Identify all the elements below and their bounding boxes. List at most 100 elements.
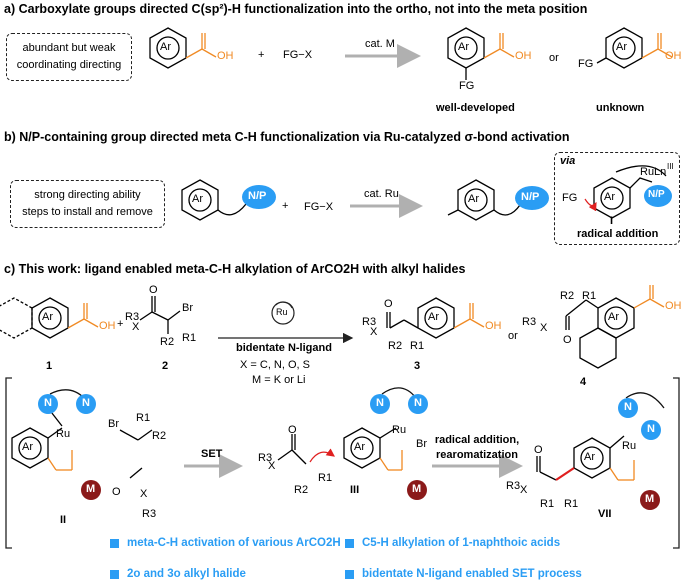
x-c3: X <box>370 326 378 338</box>
fg-product2: FG <box>578 58 594 70</box>
r1-vii-b: R1 <box>564 498 579 510</box>
section-a-title: a) Carboxylate groups directed C(sp²)-H … <box>4 2 588 16</box>
ru-iii: Ru <box>392 424 407 436</box>
oh-c1: OH <box>99 320 116 332</box>
bullet-square-icon <box>345 538 354 548</box>
ar-product1: Ar <box>458 41 469 53</box>
ortho-product <box>447 27 515 80</box>
r3-c4: R3 <box>522 316 537 328</box>
step2-line2: rearomatization <box>436 449 518 461</box>
x-c4: X <box>540 322 548 334</box>
m-ion-iii <box>407 480 427 500</box>
m-ion-ii <box>81 480 101 500</box>
n-ligand-ii-b <box>76 394 96 414</box>
r2-rad: R2 <box>294 484 309 496</box>
ar-c3: Ar <box>428 311 439 323</box>
o-c2: O <box>149 284 158 296</box>
fg-product1: FG <box>459 80 475 92</box>
catalyst-a: cat. M <box>365 38 395 50</box>
reagent-b: FG−X <box>304 201 334 213</box>
np-label-via: N/P <box>648 189 665 200</box>
br-iii: Br <box>416 438 427 450</box>
x-ii: X <box>140 488 148 500</box>
o-rad: O <box>288 424 297 436</box>
radical-drawing <box>277 434 307 465</box>
section-b-box-line1: strong directing ability <box>34 189 141 201</box>
r3-ii: R3 <box>142 508 157 520</box>
ligand-label: bidentate N-ligand <box>236 342 332 354</box>
o-ii: O <box>112 486 121 498</box>
compound-4: 4 <box>580 376 587 388</box>
radical-addition-b: radical addition <box>577 228 659 240</box>
x-definition: X = C, N, O, S <box>240 359 310 371</box>
r3x-vii-r3: R3 <box>506 480 521 492</box>
plus-a: + <box>258 49 265 61</box>
section-b-box <box>10 180 165 228</box>
ar-vii: Ar <box>584 451 595 463</box>
r3-rad: R3 <box>258 452 273 464</box>
compound-3: 3 <box>414 360 421 372</box>
ru-ox-label: III <box>667 162 674 171</box>
rul-label: RuLn <box>640 166 667 178</box>
r3-c3: R3 <box>362 316 377 328</box>
n-vii-a: N <box>624 401 632 413</box>
r1-vii-a: R1 <box>540 498 555 510</box>
via-intermediate <box>593 165 667 219</box>
compound-2-drawing <box>139 296 181 334</box>
or-a: or <box>549 52 559 64</box>
ar-c1: Ar <box>42 311 53 323</box>
highlight-2-text: C5-H alkylation of 1-naphthoic acids <box>362 537 561 549</box>
r1-rad: R1 <box>318 472 333 484</box>
section-a-box-line2: coordinating directing <box>16 59 122 71</box>
ar-b2: Ar <box>468 193 479 205</box>
bullet-square-icon <box>110 538 119 548</box>
n-ligand-vii-a <box>618 398 638 418</box>
np-substrate <box>181 179 247 221</box>
int-iii: III <box>350 484 360 496</box>
radical-arrow <box>584 198 597 212</box>
np-label-2: N/P <box>521 191 540 203</box>
highlight-3-text: 2o and 3o alkyl halide <box>127 568 246 580</box>
section-a-box <box>6 33 132 81</box>
r2-c4: R2 <box>560 290 575 302</box>
step2-line1: radical addition, <box>434 434 520 446</box>
via-box <box>554 152 680 245</box>
ar-product2: Ar <box>616 41 627 53</box>
ar-c4: Ar <box>608 311 619 323</box>
section-a-box-line1: abundant but weak <box>22 42 116 54</box>
r3x-vii-x: X <box>520 484 528 496</box>
highlight-2: C5-H alkylation of 1-naphthoic acids <box>345 537 560 549</box>
fg-radical: FG <box>562 192 578 204</box>
np-label-1: N/P <box>248 190 267 202</box>
ar-ii: Ar <box>22 441 33 453</box>
catalyst-b: cat. Ru <box>364 188 399 200</box>
ar-b1: Ar <box>192 193 203 205</box>
m-ion-vii <box>640 490 660 510</box>
r2-ii: R2 <box>152 430 167 442</box>
benzoic-acid-a <box>149 27 217 69</box>
n-vii-b: N <box>647 423 655 435</box>
plus-b: + <box>282 200 289 212</box>
compound-3-drawing <box>386 297 485 339</box>
n-ligand-vii-b <box>641 420 661 440</box>
n-ii-b: N <box>82 397 90 409</box>
ar-iii: Ar <box>354 441 365 453</box>
or-c: or <box>508 330 518 342</box>
oh-c4: OH <box>665 300 682 312</box>
ru-ii: Ru <box>56 428 71 440</box>
n-ii-a: N <box>44 397 52 409</box>
r2-c2: R2 <box>160 336 175 348</box>
highlight-1-text: meta-C-H activation of various ArCO2H <box>127 537 341 549</box>
o-c3: O <box>384 298 393 310</box>
r1-c4: R1 <box>582 290 597 302</box>
compound-4-drawing <box>565 285 665 369</box>
oh-product1: OH <box>515 50 532 62</box>
m-ion-ii-label: M <box>86 483 96 495</box>
compound-1: 1 <box>46 360 53 372</box>
via-label: via <box>560 155 576 167</box>
r1-c3: R1 <box>410 340 425 352</box>
r2-c3: R2 <box>388 340 403 352</box>
n-ligand-iii-b <box>408 394 428 414</box>
np-group-product <box>515 186 549 210</box>
plus-c: + <box>117 318 124 330</box>
